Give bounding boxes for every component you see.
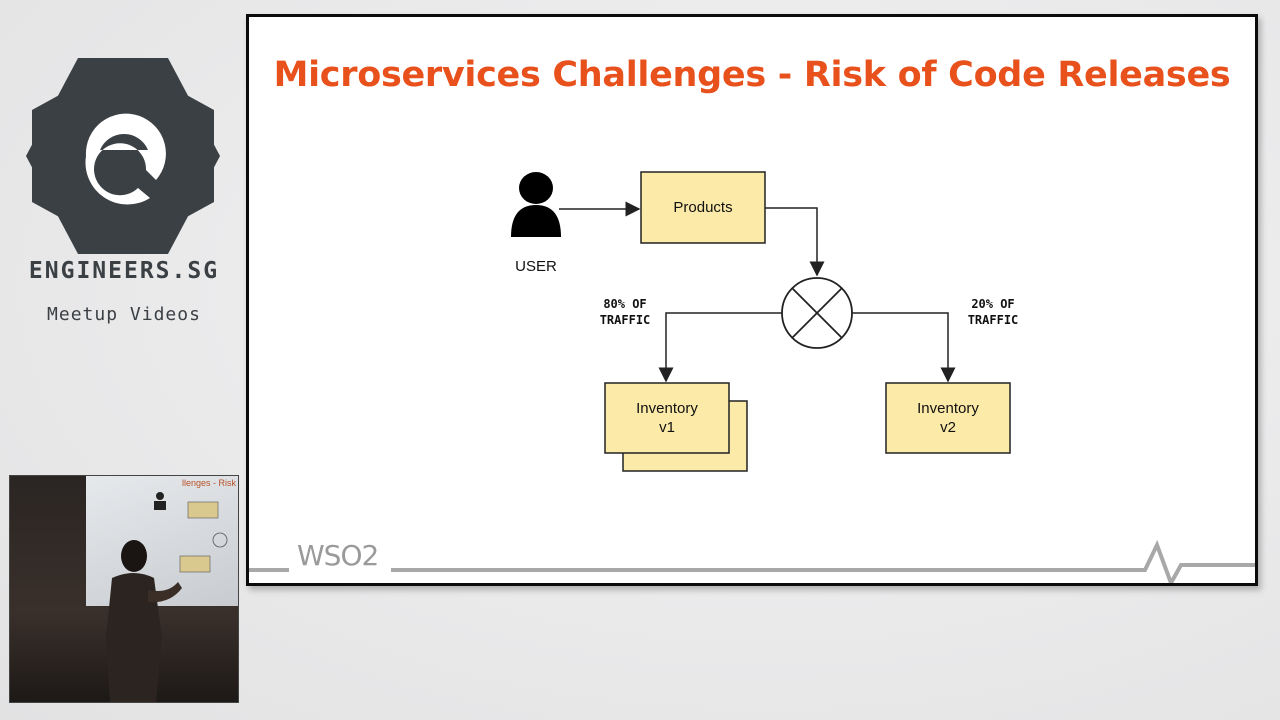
svg-text:llenges - Risk of: llenges - Risk of bbox=[182, 478, 238, 488]
wso2-logo: WSO2 bbox=[297, 539, 379, 572]
inventory-v2-label-line2: v2 bbox=[940, 419, 956, 436]
products-label: Products bbox=[673, 199, 732, 216]
projected-slide-thumbnail: llenges - Risk of bbox=[86, 476, 238, 606]
speaker-video-inset[interactable]: llenges - Risk of bbox=[9, 475, 239, 703]
arrow-products-to-router bbox=[765, 207, 825, 277]
projected-diagram-thumbnail: llenges - Risk of bbox=[154, 478, 238, 573]
inventory-v2-box bbox=[885, 382, 1011, 454]
user-label: USER bbox=[515, 258, 557, 275]
pulse-line-icon bbox=[249, 539, 1255, 583]
speaker-person-icon bbox=[106, 540, 182, 702]
inventory-v1-label-line2: v1 bbox=[659, 419, 675, 436]
left-traffic-note-line1: 80% OF bbox=[603, 297, 646, 311]
products-box bbox=[640, 171, 766, 244]
slide-panel: Microservices Challenges - Risk of Code … bbox=[246, 14, 1258, 586]
arrow-router-to-v2 bbox=[852, 312, 956, 383]
brand-subtitle: Meetup Videos bbox=[47, 304, 201, 325]
x-circle-router-icon bbox=[781, 277, 853, 349]
brand-panel: ENGINEERS.SG Meetup Videos bbox=[0, 0, 246, 340]
hexagon-e-logo-icon bbox=[26, 58, 220, 254]
traffic-split-diagram: USER Products 80% OF TRAFFIC 20% OF TRAF… bbox=[249, 171, 1255, 583]
right-traffic-note-line2: TRAFFIC bbox=[968, 313, 1019, 327]
inventory-v2-label-line1: Inventory bbox=[917, 400, 979, 417]
inventory-v1-label-line1: Inventory bbox=[636, 400, 698, 417]
arrow-router-to-v1 bbox=[658, 312, 782, 383]
inventory-v1-box bbox=[604, 382, 730, 454]
user-silhouette-icon bbox=[511, 172, 561, 237]
left-traffic-note-line2: TRAFFIC bbox=[600, 313, 651, 327]
brand-name: ENGINEERS.SG bbox=[28, 258, 220, 284]
right-traffic-note-line1: 20% OF bbox=[971, 297, 1014, 311]
slide-title: Microservices Challenges - Risk of Code … bbox=[273, 55, 1231, 95]
